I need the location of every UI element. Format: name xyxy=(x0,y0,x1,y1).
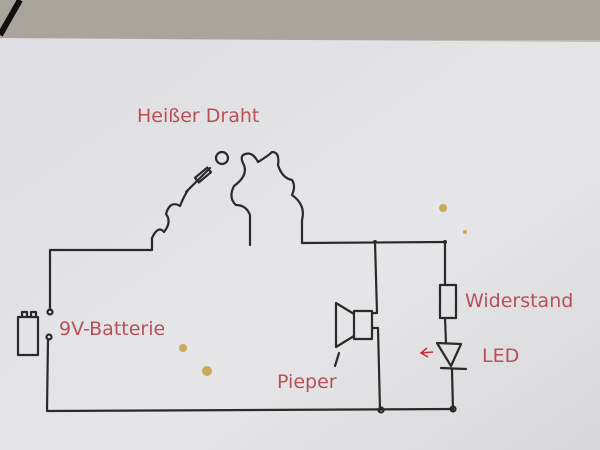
junction-dot xyxy=(377,406,385,414)
resistor-label: Widerstand xyxy=(465,290,573,312)
wire-bottom xyxy=(45,337,455,413)
buzzer-cone xyxy=(334,301,356,349)
buzzer-body xyxy=(352,309,374,341)
hot-wire-probe xyxy=(184,166,212,194)
desk-edge xyxy=(0,0,600,40)
wire-buzzer xyxy=(370,240,382,412)
cable xyxy=(0,0,23,37)
buzzer-pointer xyxy=(333,351,341,368)
battery-terminal xyxy=(46,308,54,316)
led-light-arrow-icon xyxy=(419,347,434,358)
junction-dot xyxy=(449,405,457,413)
led-icon xyxy=(435,341,468,371)
wire-led-branch xyxy=(443,240,455,412)
probe-loop xyxy=(214,150,230,166)
battery-poles xyxy=(20,310,38,319)
buzzer-label: Pieper xyxy=(277,371,337,393)
title-label: Heißer Draht xyxy=(137,105,259,127)
paper-sheet xyxy=(0,38,600,450)
wire-battery-top xyxy=(48,188,190,312)
battery-label: 9V-Batterie xyxy=(59,318,165,340)
led-label: LED xyxy=(482,345,519,367)
stains xyxy=(179,204,467,376)
resistor-icon xyxy=(438,283,458,320)
battery-terminal xyxy=(45,333,53,341)
hot-wire xyxy=(230,150,304,247)
probe-handle xyxy=(193,166,213,184)
